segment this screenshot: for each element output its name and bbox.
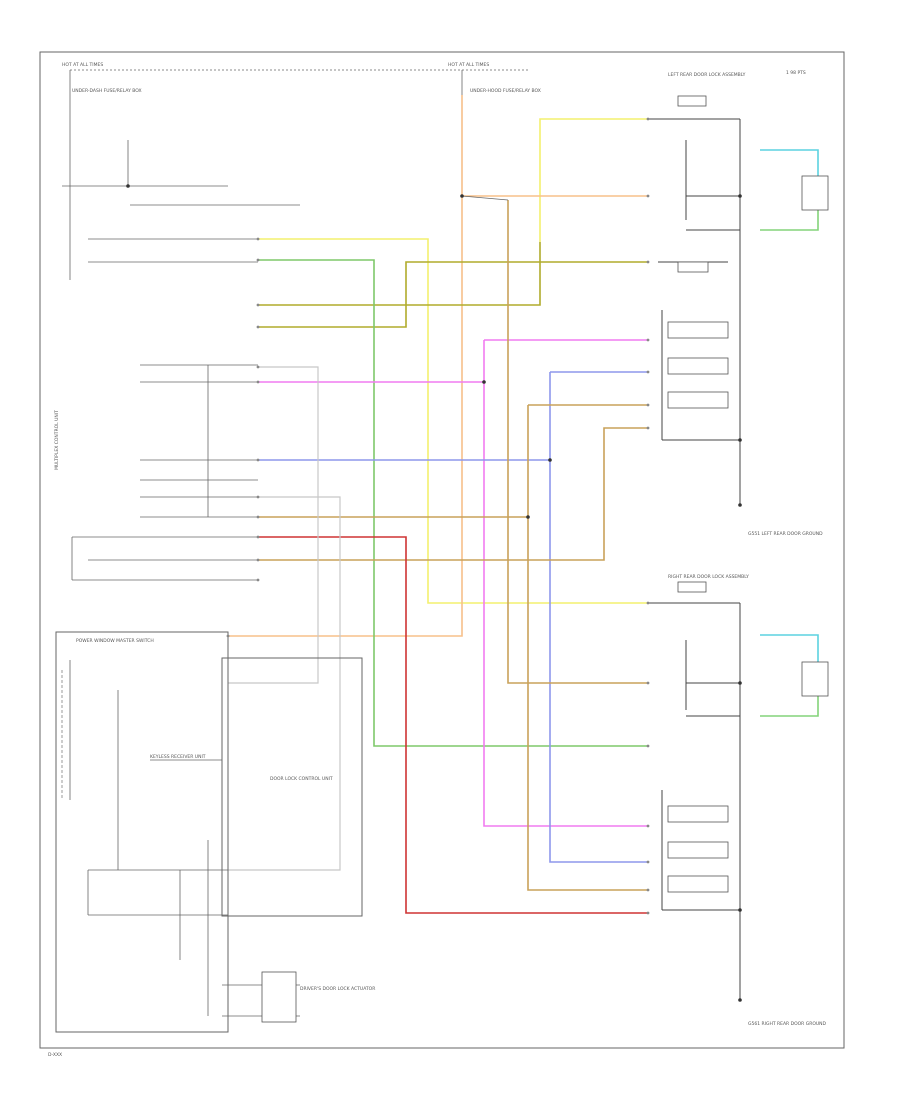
junction-dots: [126, 184, 742, 1002]
keyless-receiver-label: KEYLESS RECEIVER UNIT: [150, 754, 206, 760]
diagram-labels: 1 98 PTS HOT AT ALL TIMES HOT AT ALL TIM…: [48, 62, 827, 1058]
left-rear-door-label: LEFT REAR DOOR LOCK ASSEMBLY: [668, 72, 746, 78]
right-ground-label: G561 RIGHT REAR DOOR GROUND: [748, 1021, 827, 1027]
structure-lines: [55, 69, 741, 1033]
connector-pins: [226, 117, 650, 915]
wire-orange: [228, 95, 648, 637]
wire-olive: [258, 242, 648, 328]
driver-door-lock-label: DRIVER'S DOOR LOCK ACTUATOR: [300, 986, 375, 992]
power-window-master-label: POWER WINDOW MASTER SWITCH: [76, 638, 154, 644]
wire-red: [258, 536, 648, 914]
wire-green: [258, 259, 648, 747]
wire-cyan: [760, 149, 819, 665]
component-boxes: [261, 95, 829, 1023]
wire-magenta: [258, 339, 648, 827]
ref-code-label: 1 98 PTS: [786, 70, 806, 76]
fuse-box-left-label: HOT AT ALL TIMES: [62, 62, 103, 68]
wire-light-green: [760, 205, 819, 717]
wire-blue: [258, 371, 648, 863]
right-rear-door-label: RIGHT REAR DOOR LOCK ASSEMBLY: [668, 574, 749, 580]
diagram-frame: [39, 51, 845, 1049]
wire-tan: [258, 200, 648, 891]
fuse-box-center-label: HOT AT ALL TIMES: [448, 62, 489, 68]
vertical-module-label: MULTIPLEX CONTROL UNIT: [54, 410, 60, 470]
fuse-center-name-label: UNDER-HOOD FUSE/RELAY BOX: [470, 88, 541, 94]
wire-gray: [228, 366, 341, 871]
wire-yellow: [258, 118, 648, 604]
fuse-left-name-label: UNDER-DASH FUSE/RELAY BOX: [72, 88, 142, 94]
door-lock-control-label: DOOR LOCK CONTROL UNIT: [270, 776, 333, 782]
left-ground-label: G551 LEFT REAR DOOR GROUND: [748, 531, 823, 537]
bottom-corner-label: D-XXX: [48, 1052, 62, 1058]
